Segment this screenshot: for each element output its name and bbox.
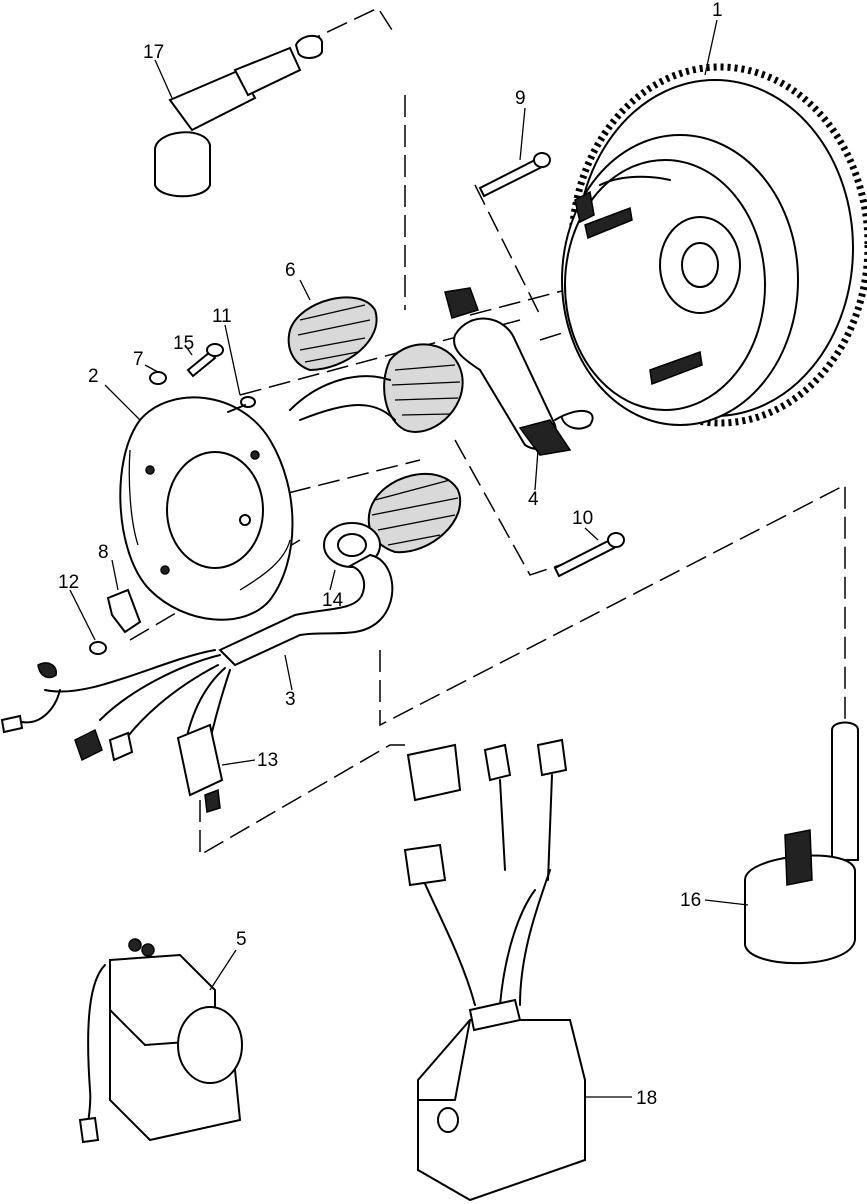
callout-7: 7 — [133, 349, 144, 370]
stator-coils — [287, 296, 464, 554]
starter-solenoid — [78, 938, 243, 1144]
clamp-8 — [106, 588, 142, 634]
screw-9 — [478, 152, 551, 198]
exciter-coil — [444, 287, 594, 456]
callout-4: 4 — [528, 489, 539, 510]
callout-1: 1 — [712, 0, 723, 21]
callout-3: 3 — [285, 689, 296, 710]
callout-5: 5 — [236, 929, 247, 950]
callout-14: 14 — [322, 590, 344, 611]
flywheel — [561, 63, 867, 427]
callout-16: 16 — [680, 890, 701, 911]
spark-plug-cap — [154, 34, 323, 198]
leader-lines — [69, 19, 749, 1098]
callout-15: 15 — [173, 333, 194, 354]
callout-2: 2 — [88, 366, 99, 387]
screw-11 — [227, 396, 256, 413]
callout-labels: 1 2 3 4 5 6 7 8 9 10 11 12 13 14 15 16 1… — [58, 0, 723, 1109]
callout-13: 13 — [257, 750, 278, 771]
screw-15 — [186, 343, 224, 378]
callout-12: 12 — [58, 572, 79, 593]
callout-8: 8 — [98, 542, 109, 563]
callout-10: 10 — [572, 508, 593, 529]
callout-17: 17 — [143, 42, 164, 63]
stator-plate — [119, 396, 294, 621]
callout-18: 18 — [636, 1088, 657, 1109]
cdi-box — [403, 738, 586, 1202]
ignition-coil — [744, 721, 859, 965]
callout-11: 11 — [212, 306, 232, 327]
screw-12 — [89, 641, 107, 655]
wiring-harness — [0, 522, 394, 762]
callout-9: 9 — [515, 88, 526, 109]
connector-13 — [176, 723, 224, 813]
screw-10 — [553, 532, 625, 578]
washer-7 — [149, 371, 167, 385]
callout-6: 6 — [285, 260, 296, 281]
